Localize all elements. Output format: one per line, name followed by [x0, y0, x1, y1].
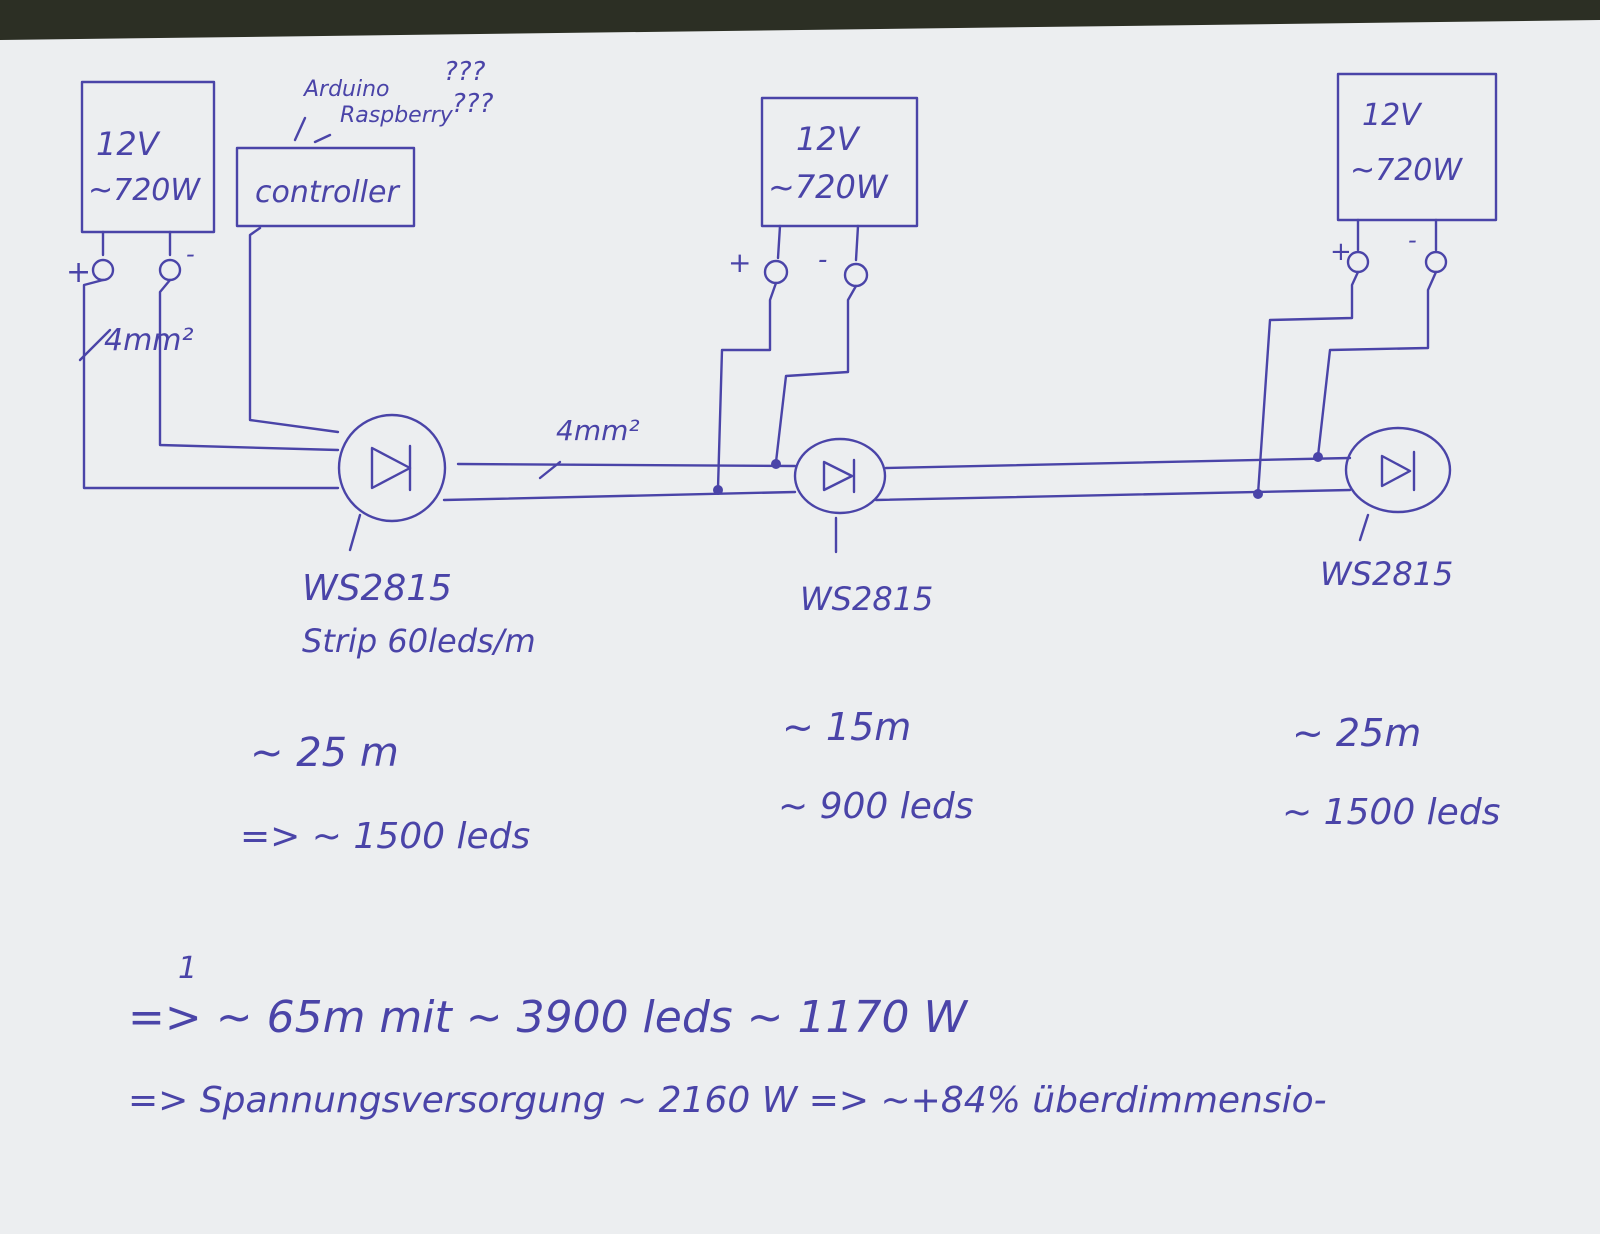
psu-3-plus-sign: +: [1330, 237, 1352, 267]
psu-3-minus-junction: [1313, 452, 1323, 462]
strip-3-chip-label: WS2815: [1320, 555, 1453, 593]
psu-3-minus-sign: -: [1408, 226, 1417, 254]
psu-2-plus-sign: +: [728, 246, 751, 279]
psu-3: 12V ~720W + -: [1330, 72, 1498, 274]
bus-wire-top-1: [456, 462, 797, 468]
controller-question-1: ???: [444, 57, 486, 87]
summary-line-2: => Spannungsversorgung ~ 2160 W => ~+84%…: [128, 1080, 1327, 1121]
controller-label: controller: [255, 175, 400, 210]
psu-2-box: [760, 96, 919, 228]
controller-box: [235, 146, 416, 228]
psu-3-voltage: 12V: [1362, 98, 1423, 133]
psu-1-plus-wire: [82, 278, 340, 490]
psu-2-minus-junction: [771, 459, 781, 469]
strip-2-leds: ~ 900 leds: [778, 786, 974, 827]
psu-3-plus-wire: [1256, 270, 1360, 496]
psu-3-power: ~720W: [1350, 153, 1463, 188]
bus-wire-bottom-2: [874, 488, 1352, 502]
controller-data-wire: [248, 226, 340, 434]
psu-2-voltage: 12V: [796, 120, 861, 158]
psu-1-minus-sign: -: [186, 240, 195, 268]
strip-2-length: ~ 15m: [782, 705, 911, 749]
strip-2-diode-triangle: [822, 460, 854, 492]
summary-line-1: => ~ 65m mit ~ 3900 leds ~ 1170 W: [128, 992, 969, 1043]
psu-1: 12V ~720W + -: [66, 80, 216, 290]
strip-1-chip-label: WS2815: [302, 568, 452, 609]
paper-sheet: [0, 20, 1600, 1234]
psu-1-box: [80, 80, 216, 234]
psu-2-plus-junction: [713, 485, 723, 495]
psu-2-power: ~720W: [768, 168, 889, 206]
psu-2-minus-sign: -: [818, 245, 827, 275]
psu-wire-gauge-label: 4mm²: [104, 323, 194, 358]
strip-2-chip-label: WS2815: [800, 580, 933, 618]
strip-3-length: ~ 25m: [1292, 711, 1421, 755]
controller: controller Arduino Raspberry ??? ???: [235, 57, 494, 228]
psu-1-voltage: 12V: [96, 125, 161, 163]
strip-1-led-circle: [337, 413, 447, 523]
strip-1-length: ~ 25 m: [250, 730, 399, 776]
psu-1-minus-wire: [158, 278, 340, 452]
controller-option-arduino: Arduino: [302, 77, 390, 102]
psu-1-power: ~720W: [88, 173, 201, 208]
bus-wire-bottom-1: [442, 490, 797, 502]
strip-2-led: [793, 437, 887, 554]
psu-2-plus-wire: [716, 281, 778, 490]
strip-3-led-circle: [1344, 426, 1452, 514]
strip-3-led: [1344, 426, 1452, 542]
strip-1-diode-triangle: [370, 446, 412, 490]
strip-2-led-circle: [793, 437, 887, 515]
strip-3-diode-triangle: [1380, 454, 1412, 488]
controller-option-raspberry: Raspberry: [340, 103, 454, 128]
psu-3-plus-junction: [1253, 489, 1263, 499]
psu-2-minus-wire: [774, 284, 858, 464]
psu-3-minus-wire: [1316, 270, 1438, 458]
strip-1-leds: => ~ 1500 leds: [240, 816, 530, 857]
bus-wire-gauge-label: 4mm²: [556, 414, 640, 447]
summary-marker: 1: [178, 951, 197, 986]
controller-question-2: ???: [452, 89, 494, 119]
psu-3-box: [1336, 72, 1498, 222]
strip-1-detail-label: Strip 60leds/m: [302, 622, 536, 660]
bus-wire-top-2: [884, 456, 1352, 470]
strip-1-led: [337, 413, 447, 552]
strip-3-leds: ~ 1500 leds: [1282, 792, 1500, 833]
